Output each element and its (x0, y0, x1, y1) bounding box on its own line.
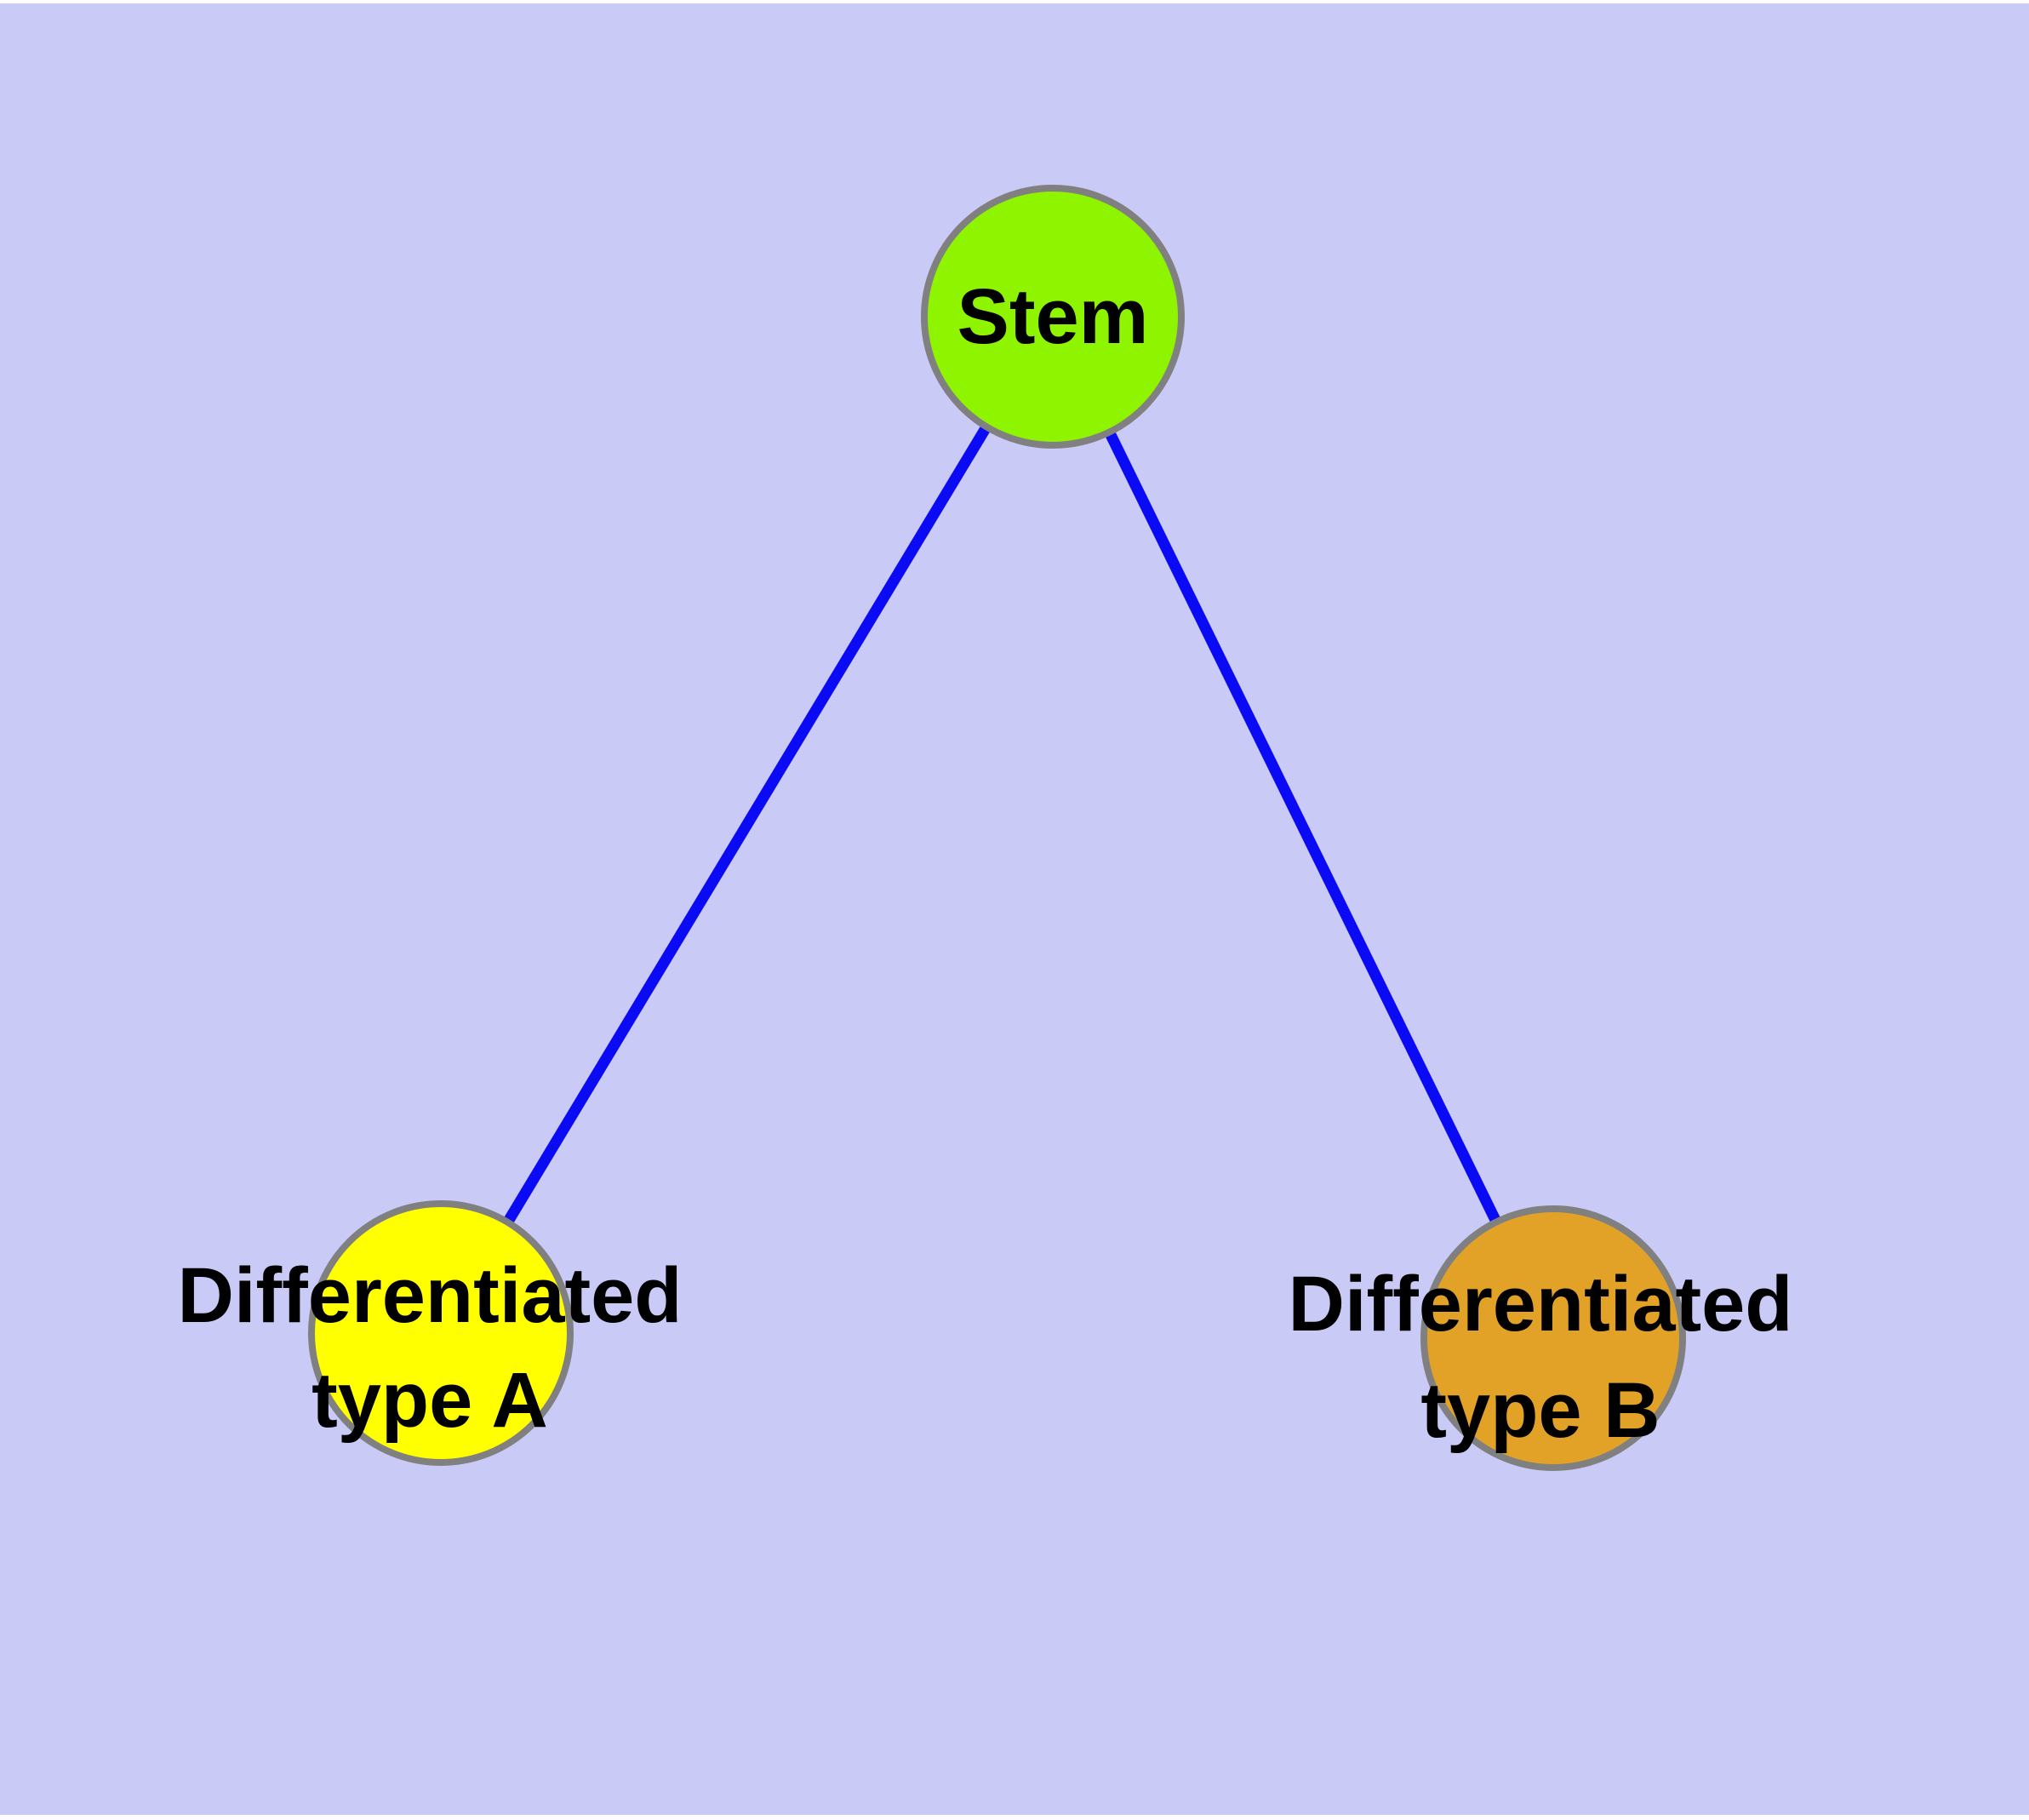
edge-stem-to-type-b (1048, 314, 1558, 1341)
edge-stem-to-type-a (436, 313, 1058, 1336)
node-type-b[interactable] (1420, 1205, 1686, 1471)
node-type-a[interactable] (308, 1200, 574, 1466)
node-stem[interactable] (921, 185, 1185, 449)
